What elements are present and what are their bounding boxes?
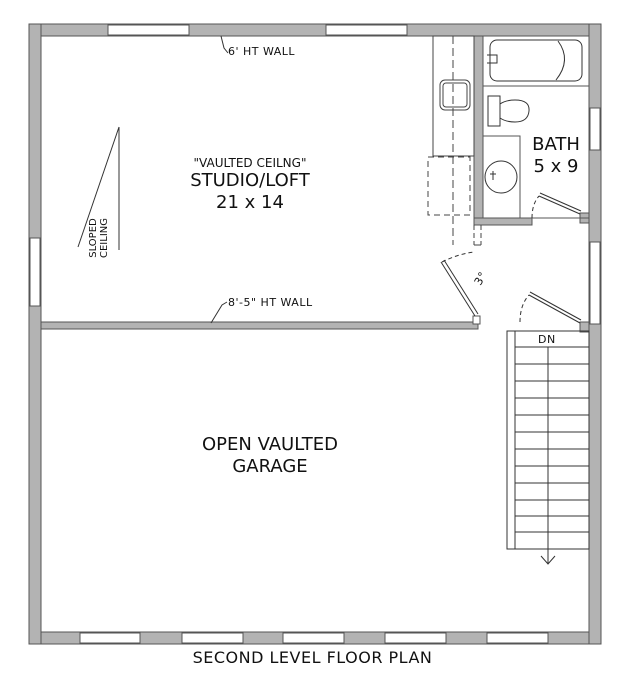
interior-walls [40, 35, 590, 333]
kitchenette-counter [427, 35, 482, 246]
sloped-line1: SLOPED [88, 218, 99, 258]
arrow-down-icon [540, 555, 556, 565]
bath-size: 5 x 9 [533, 156, 579, 177]
staircase[interactable] [506, 330, 590, 565]
studio-name: STUDIO/LOFT [190, 170, 310, 191]
sloped-line2: CEILING [99, 218, 110, 258]
sloped-ceiling-label: SLOPED CEILING [88, 218, 110, 258]
bath-sink-icon [484, 160, 518, 194]
leader-lines [210, 35, 229, 324]
garage-line1: OPEN VAULTED [201, 434, 338, 455]
mid-wall-height-label: 8'-5" HT WALL [228, 296, 313, 309]
top-wall-height-label: 6' HT WALL [228, 45, 296, 58]
bathtub-icon [487, 39, 583, 82]
bath-label: BATH 5 x 9 [524, 134, 588, 178]
studio-note: "VAULTED CEILNG" [193, 156, 307, 170]
windows [29, 24, 601, 644]
garage-line2: GARAGE [232, 456, 308, 477]
stairs-down-label: DN [538, 333, 556, 346]
bath-name: BATH [532, 134, 580, 155]
doors [440, 192, 582, 324]
garage-label: OPEN VAULTED GARAGE [170, 434, 370, 478]
toilet-icon [487, 95, 530, 127]
sloped-ceiling-symbol [77, 126, 120, 250]
studio-label: "VAULTED CEILNG" STUDIO/LOFT 21 x 14 [170, 156, 330, 214]
plan-title: SECOND LEVEL FLOOR PLAN [192, 648, 433, 667]
studio-size: 21 x 14 [216, 192, 284, 213]
